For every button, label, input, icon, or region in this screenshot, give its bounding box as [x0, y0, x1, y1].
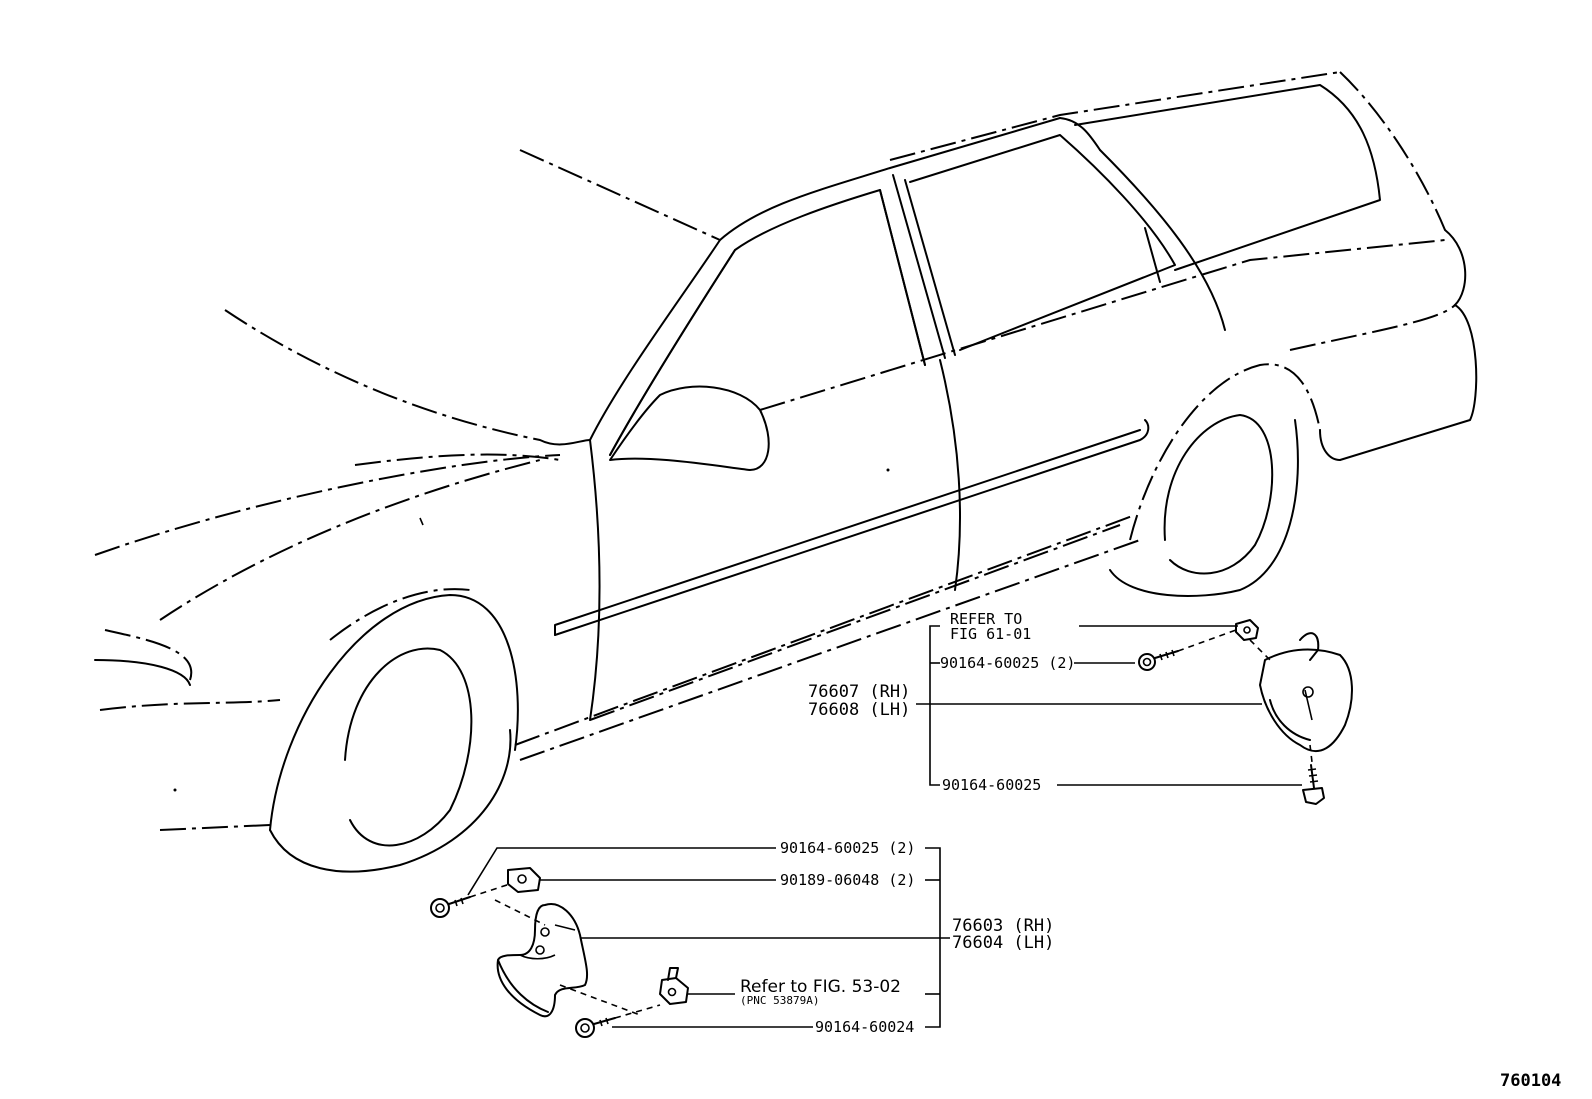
front-refer-pnc-label: (PNC 53879A) — [740, 994, 819, 1007]
front-screw-top-label: 90164-60025 (2) — [780, 839, 915, 857]
rear-mudguard — [1259, 632, 1353, 752]
rear-screw-bottom-label: 90164-60025 — [942, 776, 1041, 794]
rear-leaders — [916, 625, 1302, 786]
front-refer-label: Refer to FIG. 53-02 — [740, 977, 901, 997]
figure-number: 760104 — [1500, 1071, 1561, 1091]
rear-clip — [1235, 619, 1259, 641]
front-leaders — [467, 847, 950, 1028]
rear-part-lh-label: 76608 (LH) — [808, 700, 910, 720]
rear-screw-top-label: 90164-60025 (2) — [940, 654, 1075, 672]
front-part-rh-label: 76603 (RH) — [952, 916, 1054, 936]
front-screw-bottom-label: 90164-60024 — [815, 1018, 914, 1036]
front-clip-label: 90189-06048 (2) — [780, 871, 915, 889]
front-clip — [507, 867, 541, 893]
car-outline — [94, 71, 1478, 873]
rear-lower-screw — [1302, 764, 1325, 805]
front-lower-screw — [575, 1017, 616, 1038]
rear-refer-line2: FIG 61-01 — [950, 625, 1031, 643]
front-mudguard — [496, 903, 589, 1018]
rear-upper-screw — [1138, 649, 1179, 671]
rear-refer-line1: REFER TO — [950, 610, 1022, 628]
front-part-lh-label: 76604 (LH) — [952, 933, 1054, 953]
rear-part-rh-label: 76607 (RH) — [808, 682, 910, 702]
front-bracket — [659, 967, 689, 1005]
front-upper-screw — [430, 896, 471, 918]
